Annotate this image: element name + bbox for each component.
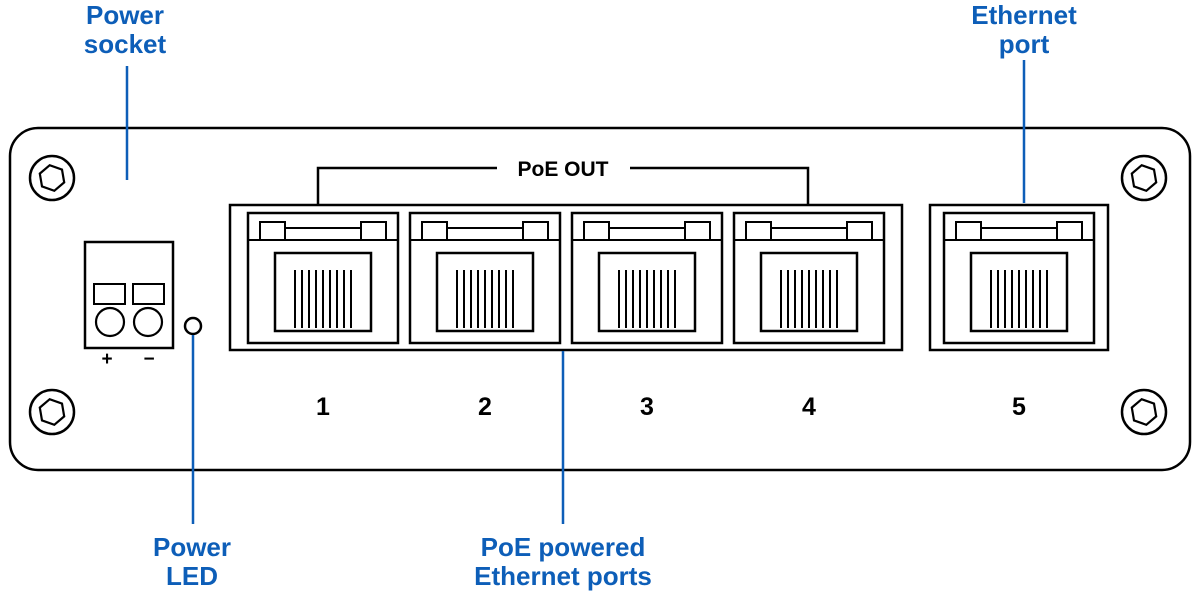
- power-led-indicator: [183, 316, 203, 336]
- port-number-2: 2: [478, 393, 492, 421]
- power-socket: + −: [83, 240, 175, 370]
- port-number-4: 4: [802, 393, 816, 421]
- port-number-3: 3: [640, 393, 654, 421]
- port-number-5: 5: [1012, 393, 1026, 421]
- ethernet-port-4: [732, 211, 886, 345]
- screw-icon: [1120, 388, 1168, 436]
- ethernet-port-block: [928, 203, 1110, 352]
- ethernet-port-callout: Ethernet port: [971, 0, 1077, 60]
- ethernet-port-2: [408, 211, 562, 345]
- poe-ports-callout: PoE powered Ethernet ports: [474, 532, 652, 592]
- power-socket-callout: Power socket: [83, 0, 167, 60]
- poe-out-bracket: [316, 166, 810, 205]
- poe-ports-block: [228, 203, 904, 352]
- power-terminal-right: [132, 283, 165, 305]
- power-terminal-left: [93, 283, 126, 305]
- screw-icon: [1120, 154, 1168, 202]
- terminal-screw-right: [132, 306, 164, 338]
- ethernet-port-3: [570, 211, 724, 345]
- port-number-1: 1: [316, 393, 330, 421]
- poe-out-label: PoE OUT: [517, 158, 608, 181]
- polarity-plus-label: +: [101, 349, 112, 370]
- polarity-minus-label: −: [143, 349, 154, 370]
- terminal-screw-left: [94, 306, 126, 338]
- power-socket-body: [83, 240, 175, 350]
- power-led-callout: Power LED: [152, 532, 232, 592]
- screw-icon: [28, 388, 76, 436]
- ethernet-port-1: [246, 211, 400, 345]
- ethernet-port-5: [942, 211, 1096, 345]
- screw-icon: [28, 154, 76, 202]
